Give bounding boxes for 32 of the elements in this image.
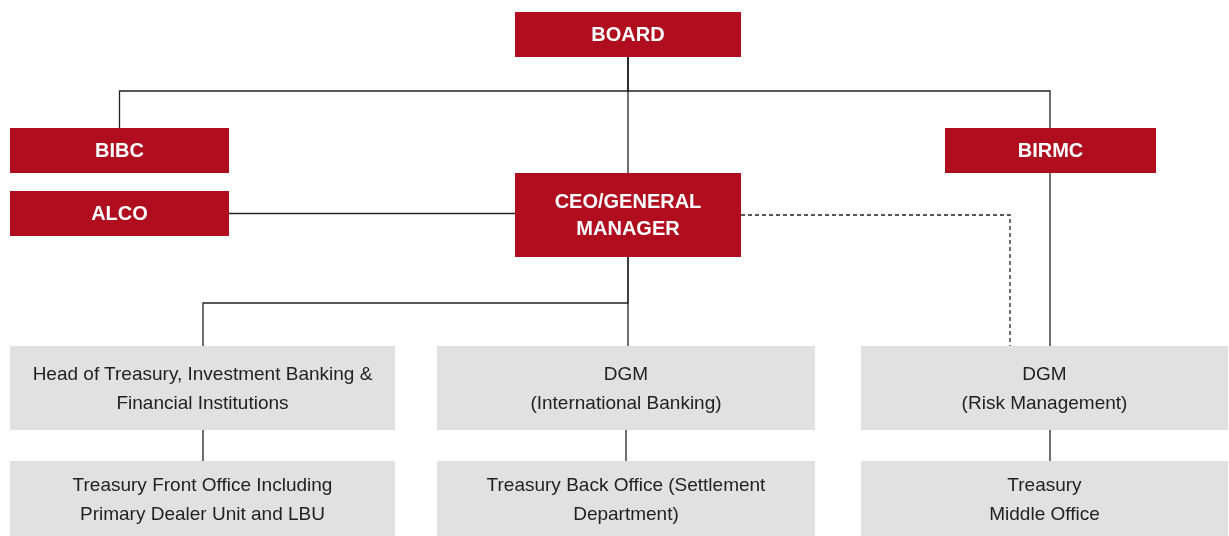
- dashed-connector: [740, 214, 1011, 347]
- node-label: (Risk Management): [961, 391, 1128, 415]
- connector-line: [202, 429, 204, 462]
- title-box: [10, 191, 229, 236]
- node-label: BIRMC: [1017, 138, 1084, 163]
- node-label: (International Banking): [530, 391, 722, 415]
- department-box: [437, 346, 815, 430]
- node-label: Treasury Middle Office: [988, 472, 1101, 526]
- connector-line: [627, 256, 629, 347]
- connector-line: [228, 212, 516, 215]
- node-label: DGM: [1022, 362, 1067, 386]
- title-box: [515, 173, 741, 257]
- node-label: Head of Treasury, Investment Banking & Financial Institutions: [31, 362, 374, 415]
- department-box: [437, 461, 815, 536]
- node-label: CEO/GENERAL MANAGER: [553, 189, 703, 241]
- connector-line: [625, 429, 627, 462]
- department-box: [10, 346, 395, 430]
- title-box: [945, 128, 1156, 173]
- department-box: [10, 461, 395, 536]
- department-box: [861, 461, 1228, 536]
- node-label: Treasury Back Office (Settlement Department): [485, 472, 767, 526]
- connector-line: [1049, 429, 1051, 462]
- connector-line: [1049, 172, 1051, 347]
- department-box: [861, 346, 1228, 430]
- node-label: DGM: [603, 362, 649, 386]
- node-label: Treasury Front Office Including Primary Dealer Unit and LBU: [71, 472, 334, 526]
- node-label: BIBC: [95, 138, 144, 163]
- node-label: ALCO: [91, 201, 148, 226]
- title-box: [10, 128, 229, 173]
- node-label: BOARD: [591, 22, 665, 47]
- title-box: [515, 12, 741, 57]
- connector-line: [627, 56, 629, 174]
